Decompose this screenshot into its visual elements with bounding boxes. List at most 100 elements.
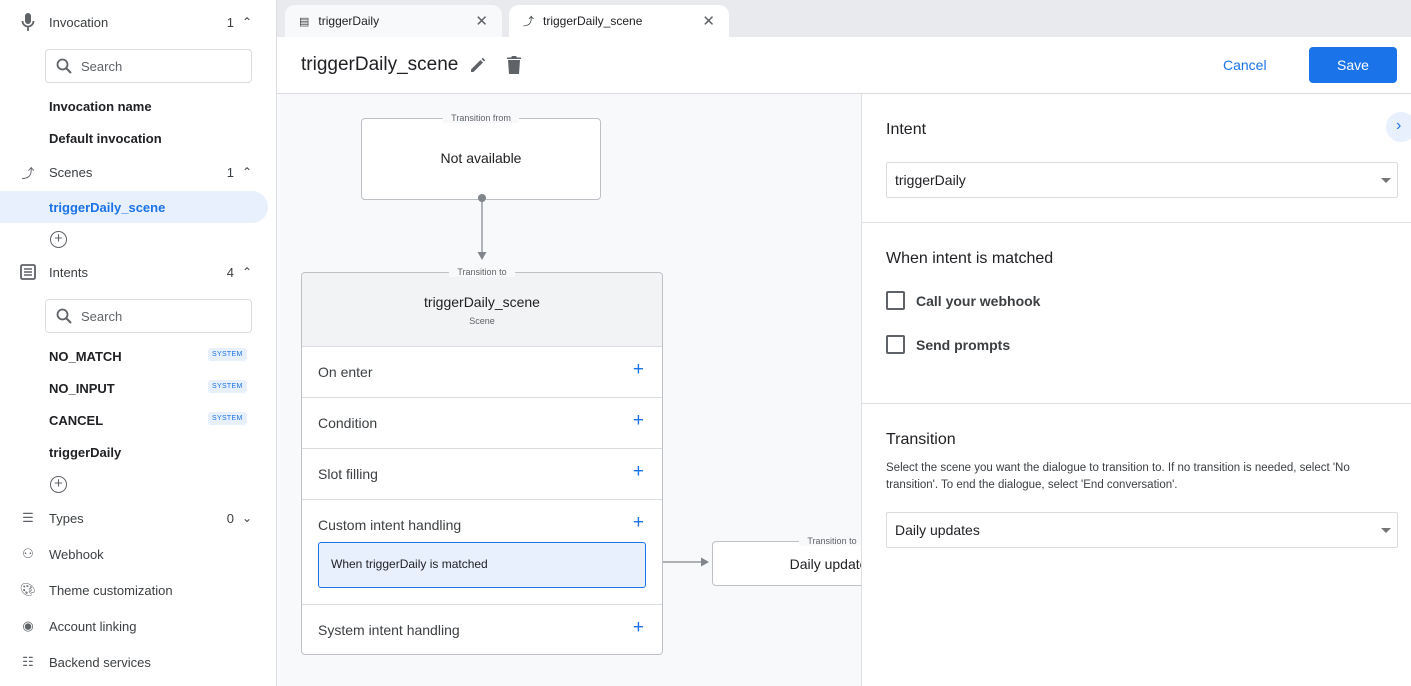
add-plus-icon[interactable]: + xyxy=(632,512,644,533)
tab-triggerdaily-scene[interactable]: ⤴ triggerDaily_scene ✕ xyxy=(509,5,729,37)
sidebar-item-cancel[interactable]: CANCEL xyxy=(49,413,104,428)
types-list-icon: ☰ xyxy=(22,510,34,525)
section-label: Types xyxy=(49,510,84,526)
row-label: On enter xyxy=(318,364,373,380)
node-text: Not available xyxy=(440,150,522,166)
send-prompts-checkbox[interactable]: Send prompts xyxy=(886,335,1010,354)
scene-node: Transition to triggerDaily_scene Scene O… xyxy=(301,267,663,655)
section-count: 0 xyxy=(226,510,234,526)
handler-label: When triggerDaily is matched xyxy=(331,557,488,571)
checkbox-icon xyxy=(886,335,905,354)
system-badge: SYSTEM xyxy=(208,412,247,425)
add-plus-icon[interactable]: + xyxy=(632,461,644,482)
add-plus-icon[interactable]: + xyxy=(632,410,644,431)
call-webhook-checkbox[interactable]: Call your webhook xyxy=(886,291,1040,310)
add-plus-icon[interactable]: + xyxy=(632,617,644,638)
search-placeholder: Search xyxy=(81,308,123,324)
chevron-up-icon[interactable]: ⌃ xyxy=(241,265,252,279)
system-badge: SYSTEM xyxy=(208,380,247,393)
on-enter-row[interactable]: On enter + xyxy=(302,346,662,397)
add-intent-icon[interactable]: + xyxy=(50,476,67,493)
search-icon xyxy=(56,308,72,324)
checkbox-label: Call your webhook xyxy=(916,292,1041,309)
invocation-search-input[interactable]: Search xyxy=(45,49,252,83)
sidebar-item-account-linking[interactable]: ◉ Account linking xyxy=(0,608,276,644)
sidebar-item-triggerdaily-scene[interactable]: triggerDaily_scene xyxy=(0,191,268,223)
cancel-button[interactable]: Cancel xyxy=(1223,57,1267,73)
sidebar-section-invocation[interactable]: Invocation 1 ⌃ xyxy=(0,4,276,40)
intents-search-input[interactable]: Search xyxy=(45,299,252,333)
transition-to-node[interactable]: Transition to Daily updates xyxy=(712,536,861,586)
add-scene-icon[interactable]: + xyxy=(50,231,67,248)
system-badge: SYSTEM xyxy=(208,348,247,361)
search-icon xyxy=(56,58,72,74)
section-label: Scenes xyxy=(49,164,93,180)
slot-filling-row[interactable]: Slot filling + xyxy=(302,448,662,499)
checkbox-icon xyxy=(886,291,905,310)
scene-title: triggerDaily_scene xyxy=(424,294,540,310)
save-button[interactable]: Save xyxy=(1309,47,1397,83)
add-plus-icon[interactable]: + xyxy=(632,359,644,380)
intent-select[interactable]: triggerDaily xyxy=(886,162,1398,198)
tab-triggerdaily[interactable]: ▤ triggerDaily ✕ xyxy=(285,5,502,37)
condition-row[interactable]: Condition + xyxy=(302,397,662,448)
webhook-icon: ⚇ xyxy=(22,546,34,561)
node-text: Daily updates xyxy=(789,556,861,572)
intent-select-value: triggerDaily xyxy=(895,172,966,188)
chevron-down-icon[interactable]: ⌄ xyxy=(241,511,252,525)
row-label: System intent handling xyxy=(318,622,460,638)
tab-bar: ▤ triggerDaily ✕ ⤴ triggerDaily_scene ✕ xyxy=(277,0,1411,37)
scene-canvas[interactable]: Transition from Not available Transition… xyxy=(277,94,861,686)
intent-list-icon xyxy=(18,264,38,280)
section-label: Account linking xyxy=(49,618,137,634)
node-legend: Transition to xyxy=(449,267,515,277)
sidebar-section-types[interactable]: ☰ Types 0 ⌄ xyxy=(0,500,276,536)
page-title: triggerDaily_scene xyxy=(301,54,459,75)
transition-select[interactable]: Daily updates xyxy=(886,512,1398,548)
row-label: Condition xyxy=(318,415,378,431)
account-circle-icon: ◉ xyxy=(22,618,34,633)
transition-help-text: Select the scene you want the dialogue t… xyxy=(886,462,1350,491)
close-icon[interactable]: ✕ xyxy=(702,13,715,30)
sidebar-item-webhook[interactable]: ⚇ Webhook xyxy=(0,536,276,572)
sidebar-section-intents[interactable]: Intents 4 ⌃ xyxy=(0,254,276,290)
sidebar-item-no-match[interactable]: NO_MATCH xyxy=(49,349,122,364)
section-label: Webhook xyxy=(49,546,104,562)
scene-merge-icon: ⤴ xyxy=(21,165,35,181)
node-legend: Transition to xyxy=(799,536,861,546)
divider xyxy=(862,222,1411,223)
transition-select-value: Daily updates xyxy=(895,522,980,538)
intent-handler-when-triggerdaily[interactable]: When triggerDaily is matched xyxy=(318,542,646,588)
row-label: Slot filling xyxy=(318,466,378,482)
sidebar-item-invocation-name[interactable]: Invocation name xyxy=(49,99,152,114)
intent-heading: Intent xyxy=(886,121,927,138)
custom-intent-handling-row[interactable]: Custom intent handling+ When triggerDail… xyxy=(302,499,662,604)
sidebar-item-theme[interactable]: 🎨︎ Theme customization xyxy=(0,572,276,608)
backend-settings-icon: ☷ xyxy=(22,654,34,669)
delete-trash-icon[interactable] xyxy=(505,55,523,75)
section-label: Intents xyxy=(49,264,89,280)
sidebar-item-no-input[interactable]: NO_INPUT xyxy=(49,381,115,396)
close-icon[interactable]: ✕ xyxy=(475,13,488,30)
intent-handler-panel: › Intent triggerDaily When intent is mat… xyxy=(861,94,1411,686)
chevron-up-icon[interactable]: ⌃ xyxy=(241,15,252,29)
transition-heading: Transition xyxy=(886,431,956,448)
section-count: 1 xyxy=(226,164,234,180)
collapse-panel-button[interactable]: › xyxy=(1386,112,1411,142)
section-count: 1 xyxy=(226,14,234,30)
sidebar-section-scenes[interactable]: ⤴ Scenes 1 ⌃ xyxy=(0,154,276,190)
sidebar-item-default-invocation[interactable]: Default invocation xyxy=(49,131,162,146)
dropdown-arrow-icon xyxy=(1381,528,1391,533)
transition-from-node: Transition from Not available xyxy=(361,113,601,200)
palette-icon: 🎨︎ xyxy=(19,582,37,597)
edit-pencil-icon[interactable] xyxy=(469,56,487,74)
scene-subtitle: Scene xyxy=(469,316,495,326)
search-placeholder: Search xyxy=(81,58,123,74)
sidebar-item-triggerdaily[interactable]: triggerDaily xyxy=(49,445,122,460)
sidebar-item-backend-services[interactable]: ☷ Backend services xyxy=(0,644,276,680)
section-label: Theme customization xyxy=(49,582,173,598)
section-label: Backend services xyxy=(49,654,151,670)
checkbox-label: Send prompts xyxy=(916,336,1011,353)
system-intent-handling-row[interactable]: System intent handling + xyxy=(302,604,662,655)
chevron-up-icon[interactable]: ⌃ xyxy=(241,165,252,179)
